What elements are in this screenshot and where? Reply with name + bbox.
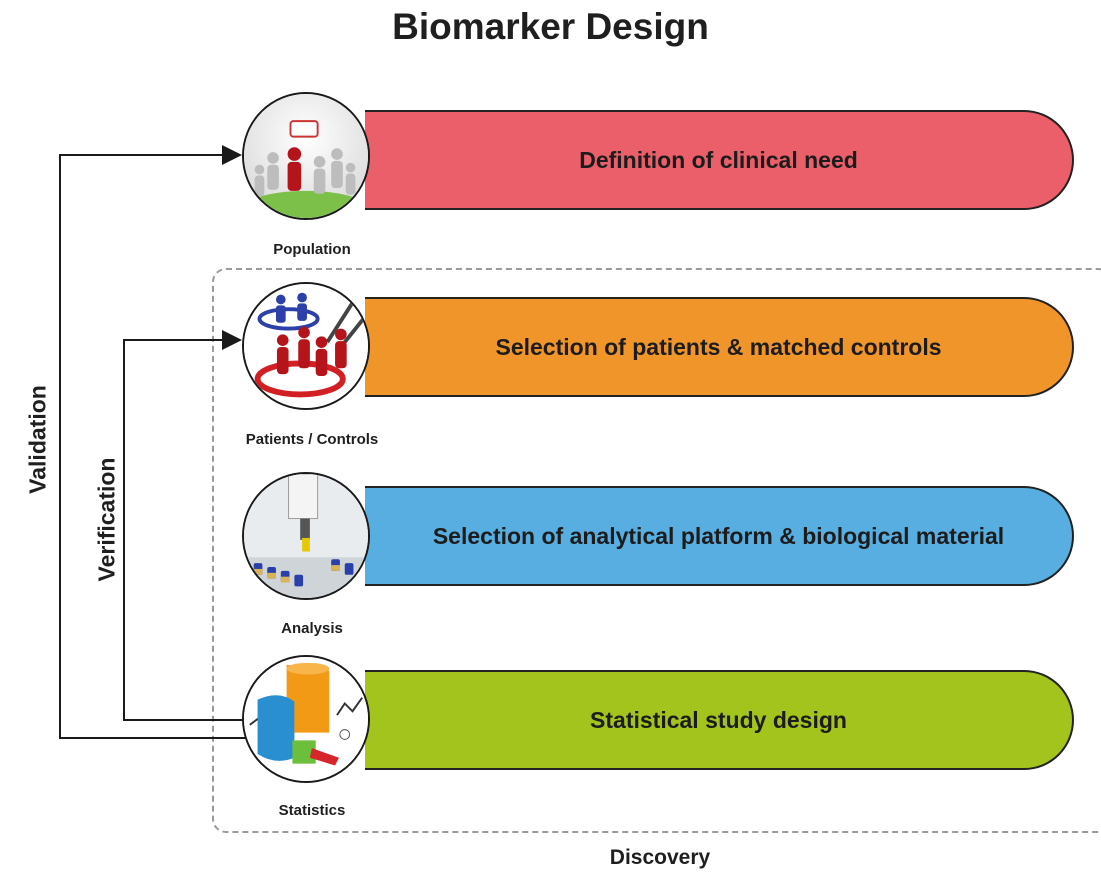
step-bar-patients-controls: Selection of patients & matched controls: [365, 297, 1074, 397]
step-text: Definition of clinical need: [579, 146, 858, 173]
step-bar-clinical-need: Definition of clinical need: [365, 110, 1074, 210]
step-text: Selection of patients & matched controls: [495, 333, 942, 360]
verification-label: Verification: [93, 457, 120, 582]
icon-label-population: Population: [273, 241, 351, 258]
analysis-icon: [242, 472, 370, 600]
step-bar-analytical-platform: Selection of analytical platform & biolo…: [365, 486, 1074, 586]
population-icon: [242, 92, 370, 220]
step-text: Selection of analytical platform & biolo…: [432, 522, 1005, 549]
icon-label-analysis: Analysis: [281, 620, 343, 637]
step-bar-statistical-design: Statistical study design: [365, 670, 1074, 770]
patients-controls-icon: [242, 282, 370, 410]
step-text: Statistical study design: [590, 706, 847, 733]
discovery-label: Discovery: [609, 846, 711, 869]
validation-label: Validation: [24, 385, 51, 494]
diagram-title: Biomarker Design: [392, 6, 709, 47]
icon-label-patients-controls: Patients / Controls: [245, 431, 379, 448]
icon-label-statistics: Statistics: [278, 802, 346, 819]
statistics-icon: [242, 655, 370, 783]
